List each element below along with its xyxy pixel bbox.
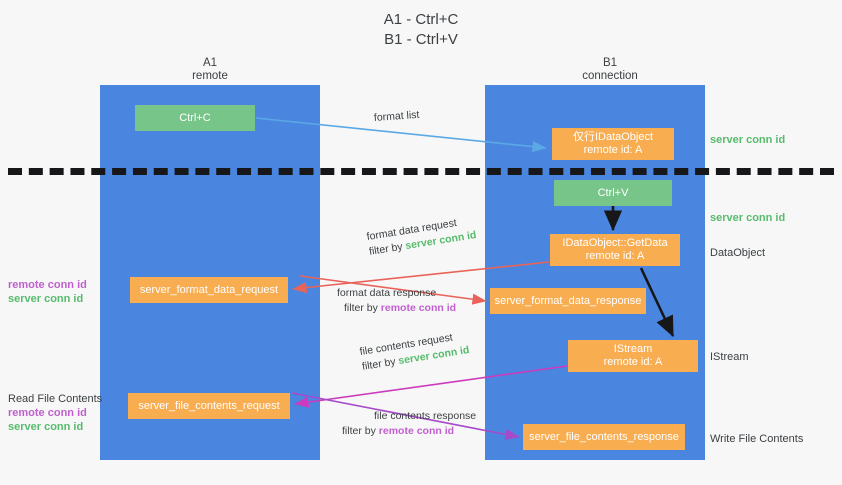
- edge-label-format-list-text: format list: [373, 108, 420, 124]
- node-getdata-line2: remote id: A: [585, 250, 645, 262]
- node-server-format-data-response-label: server_format_data_response: [494, 294, 642, 307]
- arrow-file-contents-request: [294, 365, 568, 408]
- arrow-getdata-to-istream: [639, 267, 675, 338]
- edge-label-format-data-response-filter: filter by remote conn id: [344, 301, 456, 316]
- filter-prefix: filter by: [344, 302, 381, 314]
- filter-value-remote-conn-id: remote conn id: [380, 302, 457, 314]
- arrow-format-list: [255, 117, 547, 153]
- annotation-server-conn-id: server conn id: [8, 421, 84, 433]
- title-line-1: A1 - Ctrl+C: [383, 11, 459, 28]
- node-idataobject-getdata[interactable]: IDataObject::GetData remote id: A: [550, 234, 680, 266]
- filter-value-remote-conn-id: remote conn id: [378, 425, 455, 437]
- page-title: A1 - Ctrl+C B1 - Ctrl+V: [0, 10, 842, 50]
- annotation-server-conn-id-2: server conn id: [710, 212, 786, 224]
- lane-header-b1: B1 connection: [530, 57, 690, 83]
- phase-divider: [8, 168, 834, 175]
- edge-label-format-list: format list: [373, 108, 420, 126]
- annotation-server-conn-id: server conn id: [8, 293, 84, 305]
- node-server-file-contents-response-label: server_file_contents_response: [529, 430, 679, 443]
- node-server-file-contents-request[interactable]: server_file_contents_request: [128, 393, 290, 419]
- node-getdata-line1: IDataObject::GetData: [562, 237, 668, 249]
- lane-header-a1: A1 remote: [130, 57, 290, 83]
- arrow-file-contents-response: [291, 392, 520, 440]
- node-server-file-contents-request-label: server_file_contents_request: [138, 399, 280, 412]
- lane-header-a1-name: A1: [202, 57, 218, 69]
- node-ctrl-v-label: Ctrl+V: [597, 186, 629, 199]
- annotation-istream: IStream: [710, 351, 749, 363]
- lane-header-a1-subtitle: remote: [192, 70, 228, 82]
- annotation-server-conn-id-1: server conn id: [710, 134, 786, 146]
- node-server-file-contents-response[interactable]: server_file_contents_response: [523, 424, 685, 450]
- node-server-format-data-request-label: server_format_data_request: [139, 283, 279, 296]
- annotation-read-file-contents-heading: Read File Contents: [8, 393, 103, 405]
- filter-prefix: filter by: [342, 425, 379, 437]
- annotation-remote-conn-id: remote conn id: [8, 407, 87, 419]
- lane-header-b1-subtitle: connection: [582, 70, 638, 82]
- node-ctrl-c-label: Ctrl+C: [179, 111, 211, 124]
- node-idataobject-line2: remote id: A: [583, 144, 643, 156]
- arrow-format-data-request: [292, 261, 550, 294]
- title-line-2: B1 - Ctrl+V: [384, 31, 458, 48]
- node-idataobject-line1: 仅行IDataObject: [572, 131, 654, 143]
- edge-label-file-contents-response-filter: filter by remote conn id: [342, 424, 476, 439]
- node-ctrl-c[interactable]: Ctrl+C: [135, 105, 255, 131]
- edge-label-file-contents-response: file contents response filter by remote …: [342, 409, 477, 439]
- node-istream-line2: remote id: A: [603, 356, 663, 368]
- annotation-dataobject: DataObject: [710, 247, 766, 259]
- node-idataobject[interactable]: 仅行IDataObject remote id: A: [552, 128, 674, 160]
- annotation-remote-conn-id: remote conn id: [8, 279, 87, 291]
- node-server-format-data-response[interactable]: server_format_data_response: [490, 288, 646, 314]
- arrow-format-data-response: [299, 275, 487, 305]
- edge-label-file-contents-response-title: file contents response: [374, 410, 477, 422]
- edge-label-format-data-response: format data response filter by remote co…: [337, 286, 456, 316]
- annotation-conn-ids-format: remote conn id server conn id: [8, 278, 87, 306]
- edge-label-format-data-response-title: format data response: [337, 287, 437, 299]
- node-istream[interactable]: IStream remote id: A: [568, 340, 698, 372]
- node-ctrl-v[interactable]: Ctrl+V: [554, 180, 672, 206]
- lane-header-b1-name: B1: [602, 57, 618, 69]
- annotation-read-file-contents: Read File Contents remote conn id server…: [8, 392, 102, 434]
- node-istream-line1: IStream: [613, 343, 653, 355]
- annotation-write-file-contents: Write File Contents: [710, 433, 804, 445]
- node-server-format-data-request[interactable]: server_format_data_request: [130, 277, 288, 303]
